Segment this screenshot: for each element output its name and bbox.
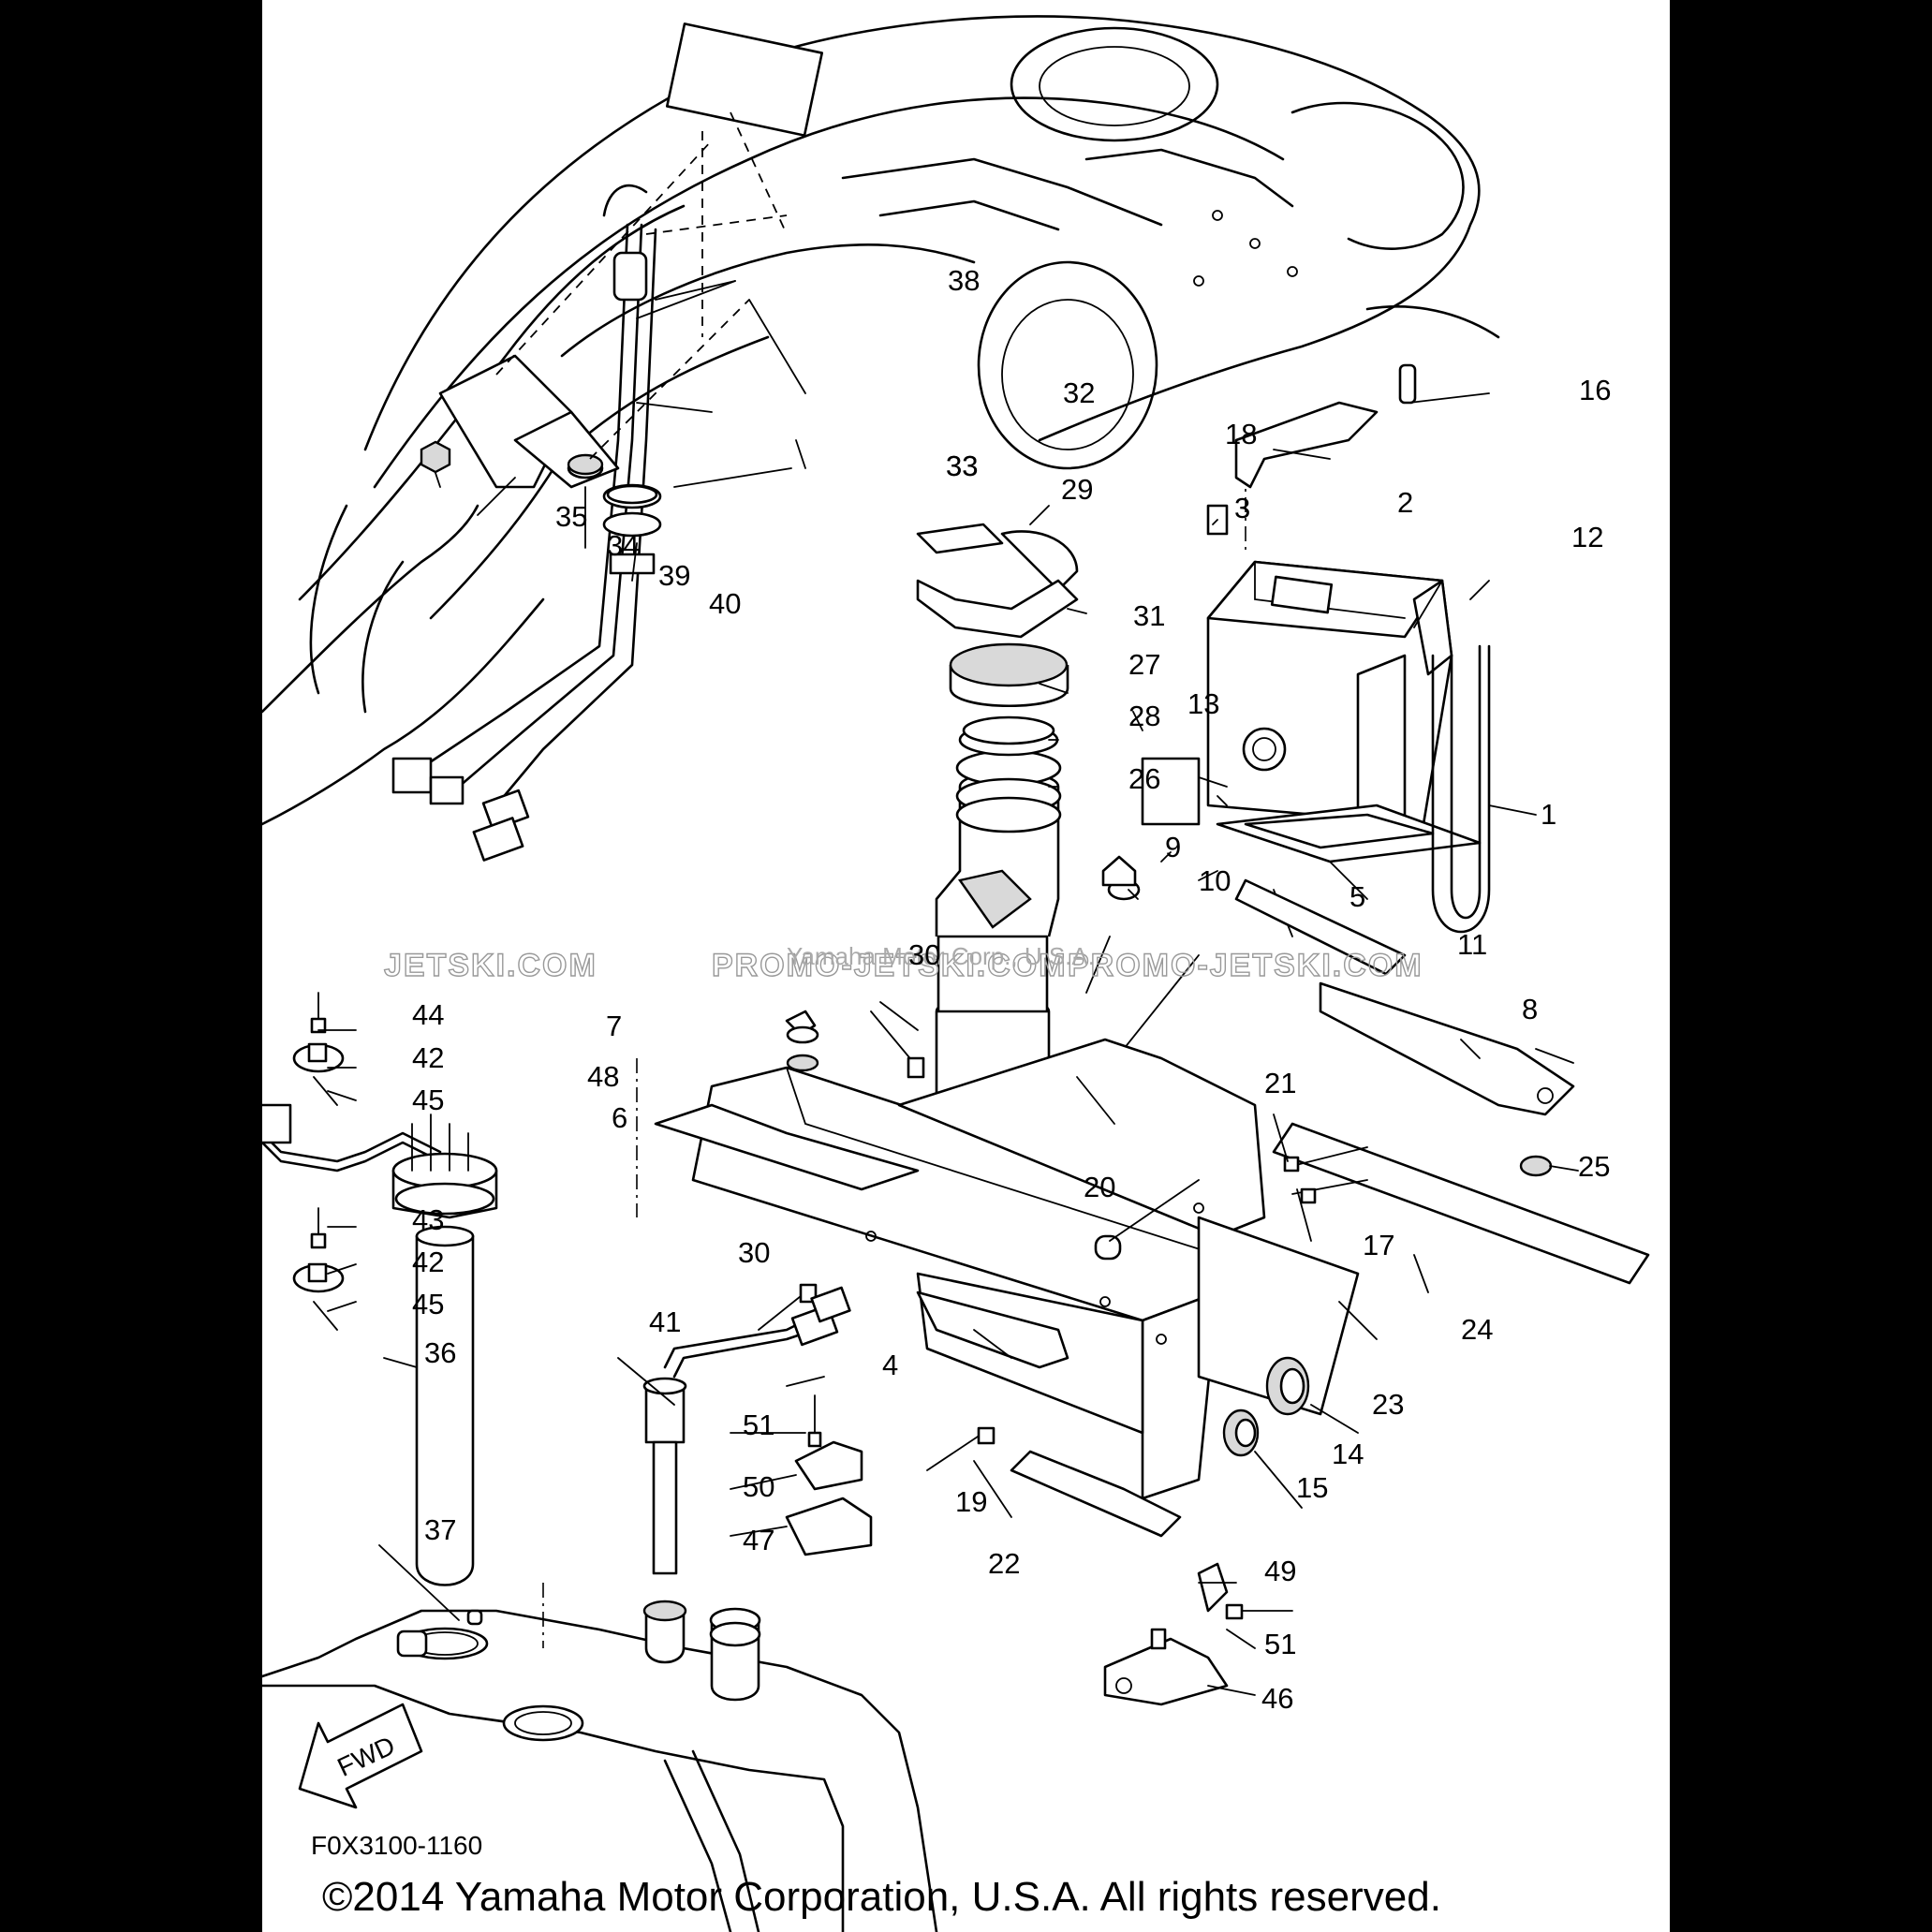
fuel-band-29-31	[916, 523, 1079, 639]
callout-42b: 42	[412, 1246, 444, 1278]
callout-43: 43	[412, 1203, 444, 1236]
callout-1: 1	[1541, 798, 1556, 831]
callout-41: 41	[649, 1305, 681, 1338]
callout-42a: 42	[412, 1041, 444, 1074]
callout-27: 27	[1128, 648, 1160, 681]
callout-21: 21	[1264, 1067, 1296, 1099]
callout-45b: 45	[412, 1288, 444, 1320]
callout-25: 25	[1578, 1150, 1610, 1183]
callout-29: 29	[1061, 473, 1093, 506]
watermark-1: JETSKI.COM	[384, 948, 597, 983]
callout-38: 38	[948, 264, 980, 297]
callout-7: 7	[606, 1010, 622, 1042]
watermark-small: Yamaha Motor Corp., U.S.A.	[787, 942, 1095, 970]
callout-51a: 51	[743, 1408, 774, 1441]
callout-18: 18	[1225, 418, 1257, 450]
callout-36: 36	[424, 1336, 456, 1369]
callout-37: 37	[424, 1513, 456, 1546]
deck-outline	[262, 15, 1500, 826]
callout-51b: 51	[1264, 1628, 1296, 1660]
sensor-41	[642, 1286, 1293, 1706]
vent-tube-1	[1431, 644, 1491, 934]
callout-22: 22	[988, 1547, 1020, 1580]
wiring-harness	[391, 184, 662, 862]
fwd-arrow-icon	[298, 1703, 423, 1809]
callout-8: 8	[1522, 993, 1538, 1025]
callout-31: 31	[1133, 599, 1165, 632]
callout-30a: 30	[908, 938, 940, 971]
filler-neck-group	[935, 642, 1069, 1096]
callout-23: 23	[1372, 1388, 1404, 1421]
callout-19: 19	[955, 1485, 987, 1518]
callout-26: 26	[1128, 762, 1160, 795]
pins	[758, 1010, 995, 1471]
leader-lines	[317, 280, 1579, 1696]
callout-30b: 30	[738, 1236, 770, 1269]
callout-15: 15	[1296, 1471, 1328, 1504]
callout-44: 44	[412, 998, 444, 1031]
callout-47: 47	[743, 1524, 774, 1556]
callout-33b: 33	[946, 450, 978, 482]
callout-9: 9	[1165, 831, 1181, 863]
callout-20: 20	[1084, 1171, 1115, 1203]
callout-46: 46	[1261, 1682, 1293, 1715]
battery-brackets-5-8	[1101, 855, 1575, 1177]
fuel-sender-36	[262, 992, 498, 1586]
callout-28: 28	[1128, 700, 1160, 732]
callout-numbers: 1 2 3 4 5 6 7 8 9 10 11 12 13 14 15 16 1…	[412, 264, 1611, 1715]
watermark-3: PROMO-JETSKI.COM	[1068, 948, 1423, 983]
callout-39: 39	[658, 559, 690, 592]
exploded-parts-drawing: JETSKI.COM PROMO-JETSKI.COM PROMO-JETSKI…	[262, 15, 1650, 1932]
diagram-code: F0X3100-1160	[311, 1831, 482, 1860]
callout-4: 4	[882, 1349, 898, 1381]
watermark-2: PROMO-JETSKI.COM	[712, 948, 1068, 983]
copyright-notice: ©2014 Yamaha Motor Corporation, U.S.A. A…	[322, 1874, 1441, 1920]
fuel-tank-37	[262, 1600, 938, 1932]
callout-10: 10	[1199, 864, 1231, 897]
callout-34: 34	[607, 529, 639, 562]
callout-50: 50	[743, 1470, 774, 1503]
callout-5: 5	[1349, 880, 1365, 913]
callout-48: 48	[587, 1060, 619, 1093]
diagram-sheet: JETSKI.COM PROMO-JETSKI.COM PROMO-JETSKI…	[262, 0, 1670, 1932]
battery-group	[1141, 363, 1482, 863]
callout-11: 11	[1457, 928, 1487, 961]
callout-13: 13	[1187, 687, 1219, 720]
callout-32: 32	[1063, 376, 1095, 409]
callout-17: 17	[1363, 1229, 1394, 1261]
callout-14: 14	[1332, 1438, 1364, 1470]
battery-box-4	[654, 1038, 1266, 1500]
callout-3: 3	[1234, 492, 1250, 524]
callout-49: 49	[1264, 1555, 1296, 1587]
pads-and-grommets	[1010, 1122, 1650, 1538]
callout-6: 6	[612, 1101, 627, 1134]
callout-16: 16	[1579, 374, 1611, 406]
callout-2: 2	[1397, 486, 1413, 519]
callout-24: 24	[1461, 1313, 1493, 1346]
callout-35: 35	[555, 500, 587, 533]
callout-40: 40	[709, 587, 741, 620]
callout-33a: 33	[946, 450, 978, 482]
callout-12: 12	[1571, 521, 1603, 553]
callout-45a: 45	[412, 1084, 444, 1116]
bracket-34-group	[420, 354, 658, 505]
